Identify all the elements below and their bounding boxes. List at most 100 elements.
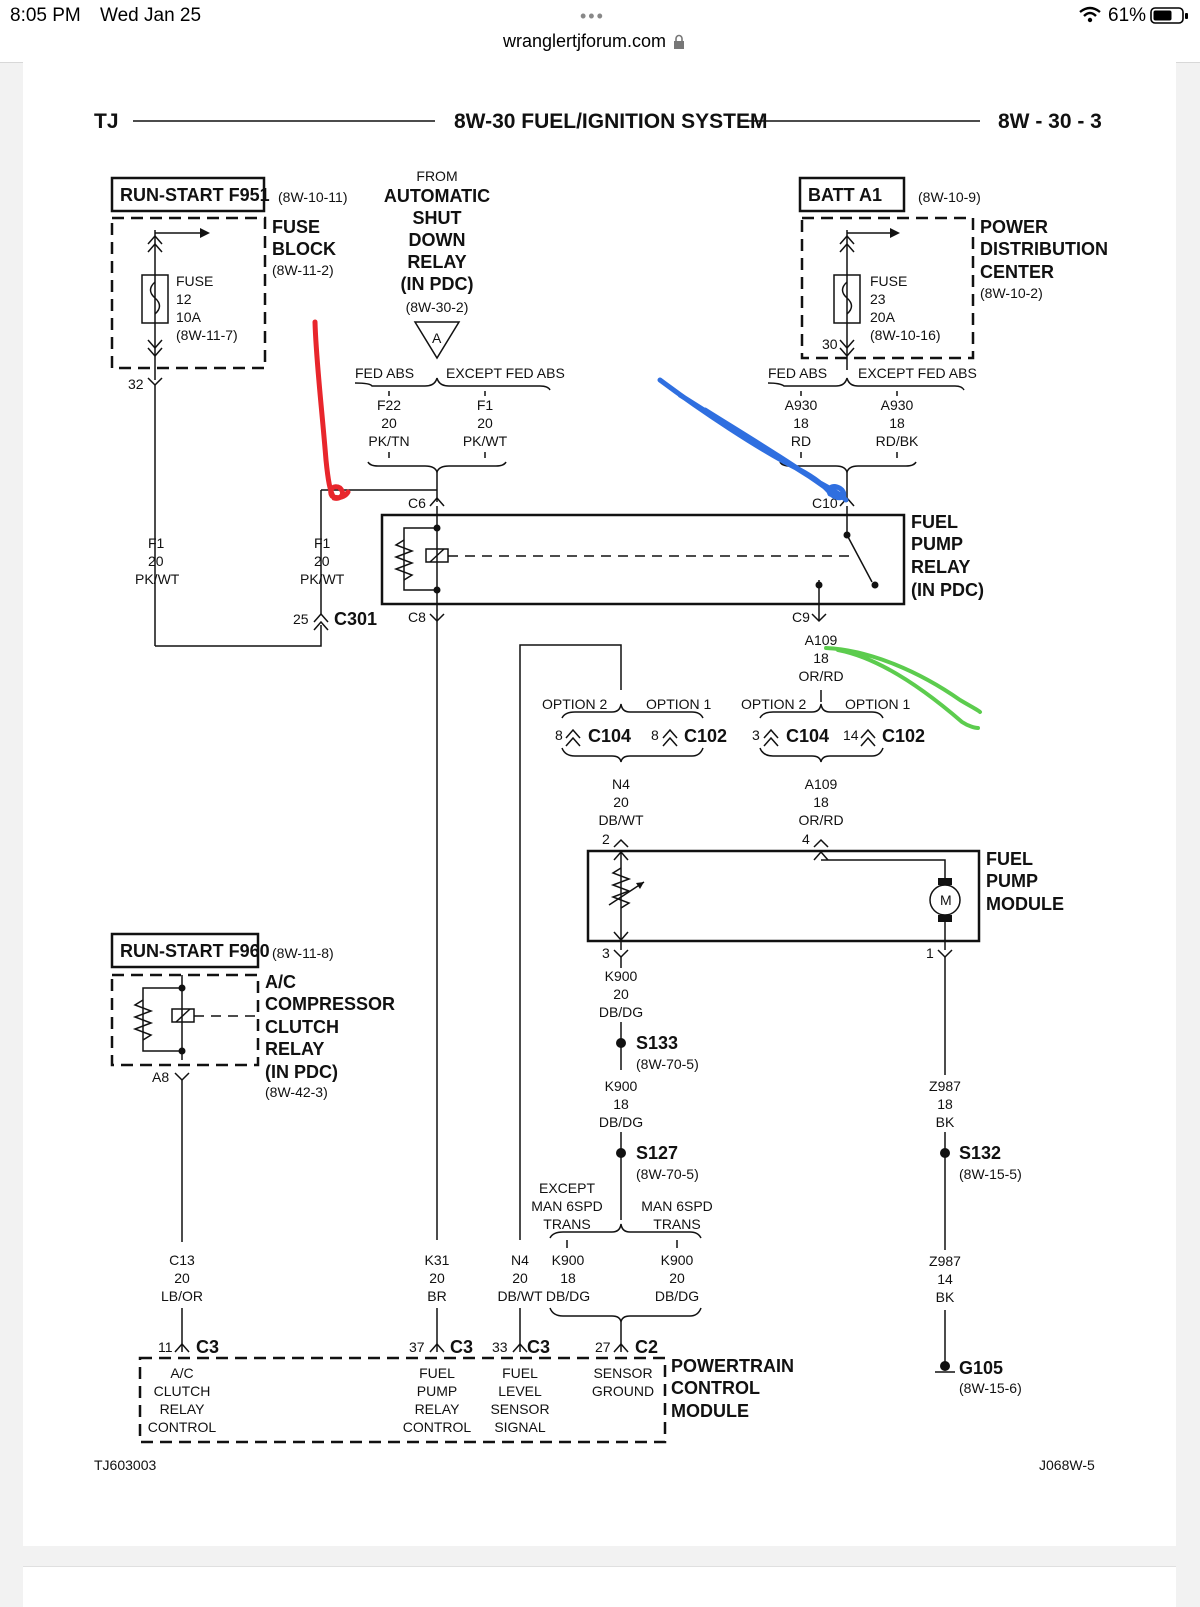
- address-bar-url[interactable]: wranglertjforum.com: [503, 31, 667, 51]
- pdc-ref: (8W-10-2): [980, 285, 1043, 301]
- sg-wire2-color: DB/DG: [599, 1114, 643, 1130]
- n4-pcm-gauge: 20: [512, 1270, 528, 1286]
- asd-wire-l-gauge: 20: [381, 415, 397, 431]
- battery-icon: [1150, 7, 1188, 24]
- po-wire-id: A109: [805, 632, 838, 648]
- pcm-fp-4: CONTROL: [403, 1419, 472, 1435]
- fuel-pump-relay-box: [380, 513, 906, 606]
- fuse-block-ref: (8W-11-2): [272, 262, 334, 278]
- c13-gauge: 20: [174, 1270, 190, 1286]
- fuse-12-label: FUSE: [176, 273, 213, 289]
- g105-label: G105: [959, 1358, 1003, 1378]
- asd-wire-l-id: F22: [377, 397, 401, 413]
- batt-a1-ref: (8W-10-9): [918, 189, 981, 205]
- ls-conn-b: C102: [684, 726, 727, 746]
- s127-ref: (8W-70-5): [636, 1166, 699, 1182]
- sg-wr-color: DB/DG: [655, 1288, 699, 1304]
- asd-line-2: AUTOMATIC: [384, 186, 490, 206]
- po-opt1: OPTION 1: [845, 696, 911, 712]
- pcm-pin-27: 27: [595, 1339, 611, 1355]
- pcm-ac-1: A/C: [170, 1365, 193, 1381]
- left-wire-2-color: PK/WT: [300, 571, 345, 587]
- pdc-wire-l-color: RD: [791, 433, 811, 449]
- fpm-name-3: MODULE: [986, 894, 1064, 914]
- fuse-12-number: 12: [176, 291, 192, 307]
- pdc-wire-l-gauge: 18: [793, 415, 809, 431]
- fpr-name-2: PUMP: [911, 534, 963, 554]
- fuse-12-symbol: [141, 274, 169, 324]
- sg-wire2-id: K900: [605, 1078, 638, 1094]
- left-wire-1-id: F1: [148, 535, 165, 551]
- lock-icon: [674, 34, 684, 49]
- po-wire2-gauge: 18: [813, 794, 829, 810]
- sg-opt-l-2: MAN 6SPD: [531, 1198, 603, 1214]
- fuse-block-name-1: FUSE: [272, 217, 320, 237]
- header-right: 8W - 30 - 3: [998, 110, 1102, 133]
- asd-wire-l-color: PK/TN: [368, 433, 409, 449]
- fuse-12-rating: 10A: [176, 309, 202, 325]
- k31-color: BR: [427, 1288, 446, 1304]
- pcm-ac-4: CONTROL: [148, 1419, 217, 1435]
- fpr-name-4: (IN PDC): [911, 580, 984, 600]
- ls-pin-a: 8: [555, 727, 563, 743]
- sg-wl-color: DB/DG: [546, 1288, 590, 1304]
- pdc-wire-r-gauge: 18: [889, 415, 905, 431]
- sg-wire1-color: DB/DG: [599, 1004, 643, 1020]
- pcm-fl-1: FUEL: [502, 1365, 538, 1381]
- run-start-f960-label: RUN-START F960: [120, 941, 270, 961]
- sg-wire1-gauge: 20: [613, 986, 629, 1002]
- gnd-wire1-gauge: 18: [937, 1096, 953, 1112]
- gnd-wire2-color: BK: [936, 1289, 955, 1305]
- sg-wire2-gauge: 18: [613, 1096, 629, 1112]
- po-wire-color: OR/RD: [798, 668, 843, 684]
- sg-opt-r-1: MAN 6SPD: [641, 1198, 713, 1214]
- c10-label: C10: [812, 495, 838, 511]
- sg-opt-l-3: TRANS: [543, 1216, 590, 1232]
- ac-name-5: (IN PDC): [265, 1062, 338, 1082]
- pdc-wire-l-id: A930: [785, 397, 818, 413]
- ls-conn-a: C104: [588, 726, 631, 746]
- pcm-pin-11: 11: [158, 1339, 173, 1355]
- fuse-23-ref: (8W-10-16): [870, 327, 941, 343]
- fuse-23-rating: 20A: [870, 309, 896, 325]
- pdc-opt-right: EXCEPT FED ABS: [858, 365, 977, 381]
- header-left: TJ: [94, 110, 119, 133]
- run-start-f960-box: [110, 932, 260, 969]
- ls-wire-gauge: 20: [613, 794, 629, 810]
- pdc-name-3: CENTER: [980, 262, 1054, 282]
- pcm-c2: C2: [635, 1337, 658, 1357]
- s127-label: S127: [636, 1143, 678, 1163]
- ac-name-1: A/C: [265, 972, 296, 992]
- k31-gauge: 20: [429, 1270, 445, 1286]
- n4-pcm-color: DB/WT: [497, 1288, 543, 1304]
- ac-name-2: COMPRESSOR: [265, 994, 395, 1014]
- sg-wl-gauge: 18: [560, 1270, 576, 1286]
- left-wire-1-gauge: 20: [148, 553, 164, 569]
- fpm-pin-1: 1: [926, 945, 934, 961]
- po-wire2-id: A109: [805, 776, 838, 792]
- pcm-fl-4: SIGNAL: [494, 1419, 546, 1435]
- pcm-c3-a: C3: [196, 1337, 219, 1357]
- pcm-c3-b: C3: [450, 1337, 473, 1357]
- gnd-wire2-id: Z987: [929, 1253, 961, 1269]
- wifi-icon: [1079, 6, 1101, 23]
- po-conn-b: C102: [882, 726, 925, 746]
- pdc-name-2: DISTRIBUTION: [980, 239, 1108, 259]
- c8-label: C8: [408, 609, 426, 625]
- ls-pin-b: 8: [651, 727, 659, 743]
- left-wire-2-id: F1: [314, 535, 331, 551]
- sg-wl-id: K900: [552, 1252, 585, 1268]
- left-wire-2-gauge: 20: [314, 553, 330, 569]
- next-card: [23, 1566, 1176, 1607]
- c6-label: C6: [408, 495, 426, 511]
- pcm-fl-2: LEVEL: [498, 1383, 542, 1399]
- pdc-pin: 30: [822, 336, 838, 352]
- more-dots-icon[interactable]: •••: [580, 6, 605, 26]
- footer-right: J068W-5: [1039, 1457, 1095, 1473]
- run-start-f951-label: RUN-START F951: [120, 185, 270, 205]
- po-pin-b: 14: [843, 727, 859, 743]
- fuse-block-outline: [110, 216, 267, 370]
- sg-wire1-id: K900: [605, 968, 638, 984]
- ac-name-3: CLUTCH: [265, 1017, 339, 1037]
- run-start-f960-ref: (8W-11-8): [272, 945, 334, 961]
